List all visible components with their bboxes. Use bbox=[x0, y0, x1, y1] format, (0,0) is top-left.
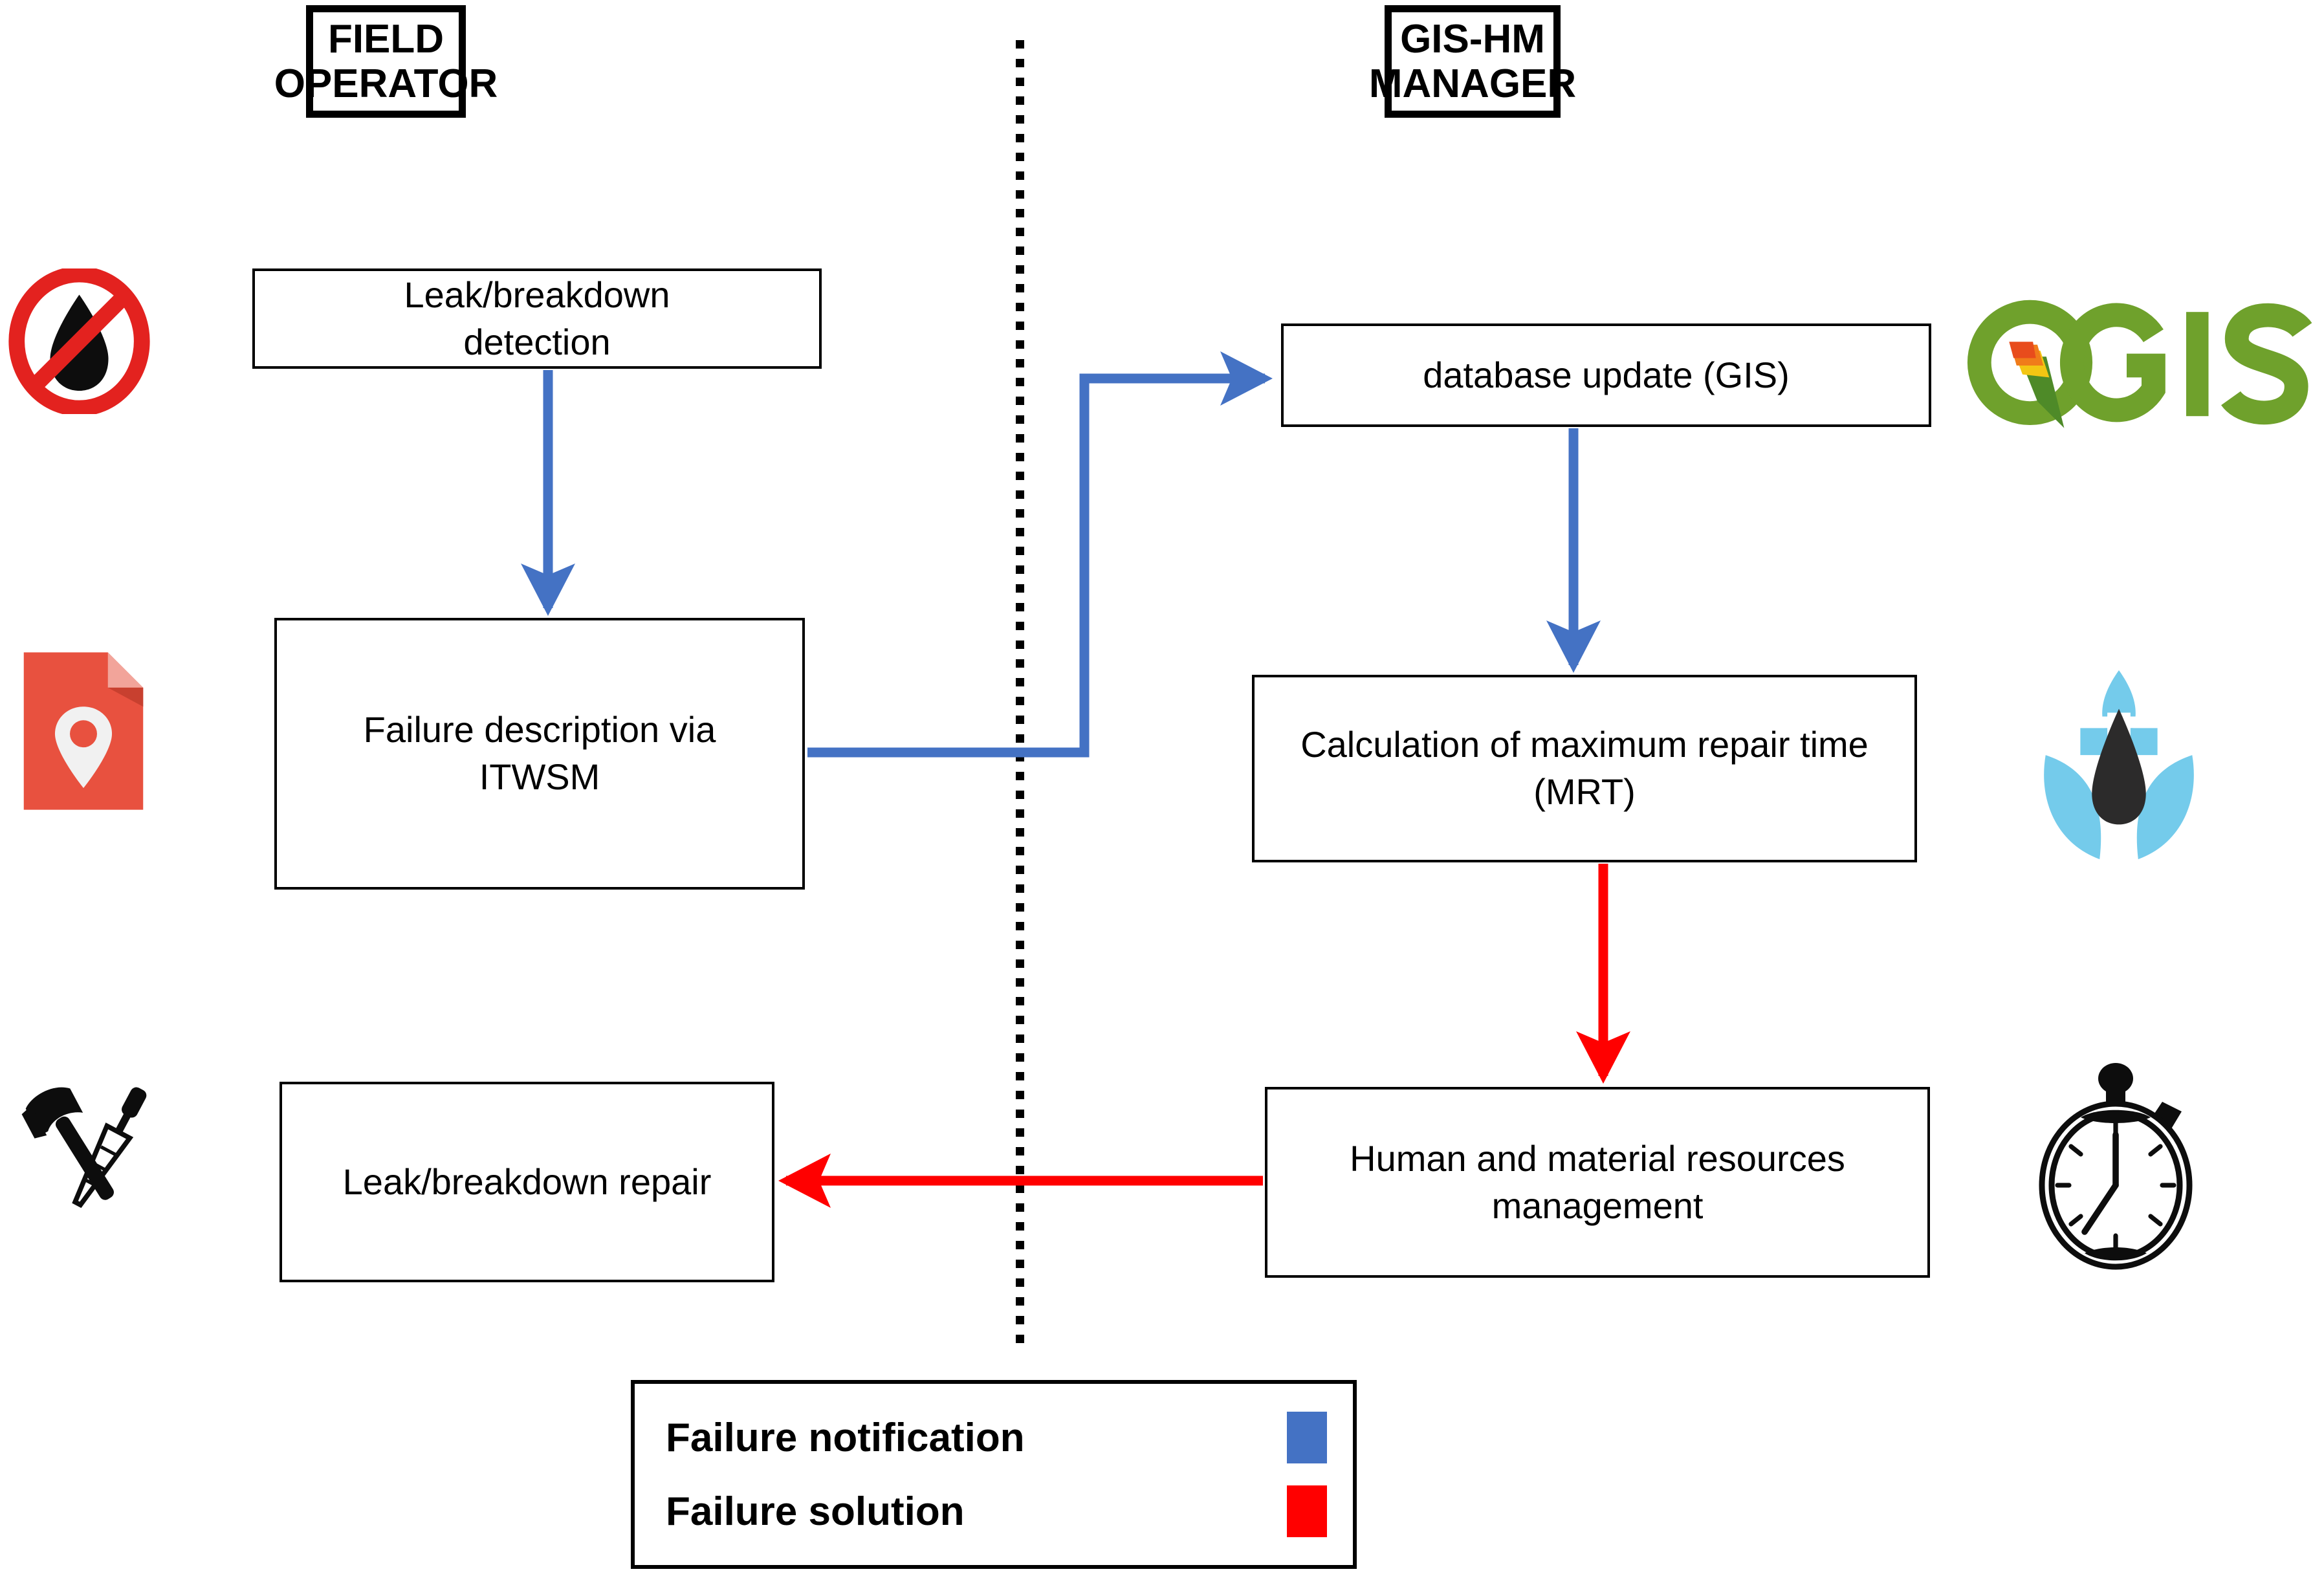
lane-header-gis-hm-manager-line2: MANAGER bbox=[1368, 61, 1577, 106]
stopwatch-icon bbox=[2019, 1061, 2213, 1275]
legend-swatch-failure-solution bbox=[1287, 1485, 1327, 1537]
node-mrt-calculation[interactable]: Calculation of maximum repair time (MRT) bbox=[1252, 675, 1917, 862]
lane-header-field-operator: FIELD OPERATOR bbox=[274, 5, 498, 118]
map-pin-document-icon bbox=[16, 647, 151, 815]
node-failure-description-via-itwsm-label: Failure description via ITWSM bbox=[363, 709, 716, 797]
water-utility-logo bbox=[2022, 666, 2216, 867]
node-failure-description-via-itwsm[interactable]: Failure description via ITWSM bbox=[274, 618, 805, 890]
legend-box: Failure notification Failure solution bbox=[631, 1380, 1357, 1569]
node-leak-breakdown-detection-label: Leak/breakdown detection bbox=[404, 274, 670, 362]
legend-item-failure-solution: Failure solution bbox=[666, 1485, 1327, 1537]
legend-label-failure-solution: Failure solution bbox=[666, 1489, 965, 1534]
lane-header-gis-hm-manager-line1: GIS-HM bbox=[1400, 16, 1545, 61]
edge-description-to-database bbox=[807, 351, 1273, 758]
node-resources-management[interactable]: Human and material resources management bbox=[1265, 1087, 1930, 1278]
hammer-screwdriver-icon bbox=[13, 1061, 165, 1213]
lane-header-gis-hm-manager: GIS-HM MANAGER bbox=[1369, 5, 1576, 118]
node-database-update-gis[interactable]: database update (GIS) bbox=[1281, 323, 1931, 427]
node-leak-breakdown-repair-label: Leak/breakdown repair bbox=[342, 1161, 712, 1202]
node-database-update-gis-label: database update (GIS) bbox=[1423, 354, 1790, 395]
legend-label-failure-notification: Failure notification bbox=[666, 1415, 1025, 1460]
node-leak-breakdown-repair[interactable]: Leak/breakdown repair bbox=[280, 1082, 774, 1282]
node-leak-breakdown-detection[interactable]: Leak/breakdown detection bbox=[252, 268, 822, 369]
qgis-logo bbox=[1960, 291, 2323, 440]
no-water-drop-icon bbox=[6, 266, 152, 417]
legend-item-failure-notification: Failure notification bbox=[666, 1412, 1327, 1463]
lane-header-field-operator-line1: FIELD bbox=[327, 16, 444, 61]
lane-divider-dotted-line bbox=[1016, 40, 1024, 1350]
legend-swatch-failure-notification bbox=[1287, 1412, 1327, 1463]
node-resources-management-label: Human and material resources management bbox=[1350, 1137, 1845, 1226]
lane-header-field-operator-line2: OPERATOR bbox=[274, 61, 498, 106]
node-mrt-calculation-label: Calculation of maximum repair time (MRT) bbox=[1300, 724, 1869, 812]
